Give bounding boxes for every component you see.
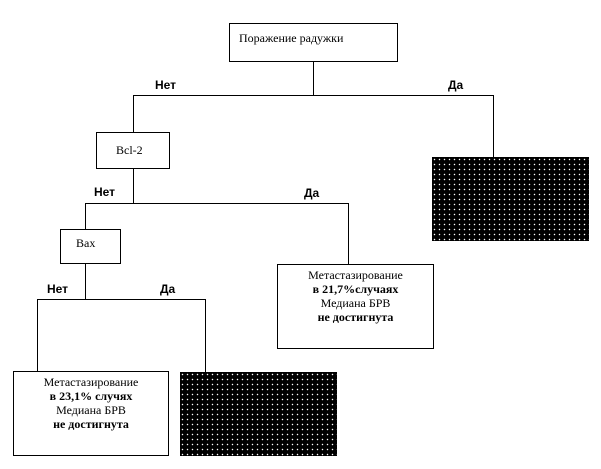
leaf-bcl2-yes-outcome: Метастазирование в 21,7%случаях Медиана … (277, 264, 434, 349)
branch-label-iris-yes: Да (448, 78, 464, 92)
branch-label-iris-no: Нет (155, 78, 177, 92)
node-iris-lesion: Поражение радужки (229, 23, 398, 62)
node-bcl2-label: Bcl-2 (116, 143, 143, 157)
leaf-bax-no-line3: Медиана БРВ (56, 403, 126, 417)
branch-label-bcl2-yes: Да (304, 186, 320, 200)
node-bax: Bax (60, 229, 121, 264)
leaf-bcl2-yes-line4: не достигнута (317, 310, 394, 324)
leaf-bcl2-yes-line3: Медиана БРВ (320, 296, 391, 310)
branch-label-bax-no: Нет (47, 282, 69, 296)
branch-label-bax-yes: Да (160, 282, 176, 296)
leaf-bcl2-yes-line1: Метастазирование (308, 268, 403, 282)
leaf-bcl2-yes-line2: в 21,7%случаях (312, 282, 399, 296)
leaf-bax-no-line4: не достигнута (53, 417, 129, 431)
node-iris-lesion-label: Поражение радужки (239, 31, 344, 45)
branch-label-bcl2-no: Нет (94, 185, 116, 199)
leaf-iris-yes-shaded (432, 157, 589, 241)
leaf-bax-no-line1: Метастазирование (43, 375, 139, 389)
leaf-bax-no-outcome: Метастазирование в 23,1% случях Медиана … (13, 371, 169, 456)
node-bax-label: Bax (76, 236, 96, 250)
leaf-bax-yes-shaded (180, 372, 337, 456)
node-bcl2: Bcl-2 (96, 132, 170, 169)
leaf-bax-no-line2: в 23,1% случях (49, 389, 133, 403)
